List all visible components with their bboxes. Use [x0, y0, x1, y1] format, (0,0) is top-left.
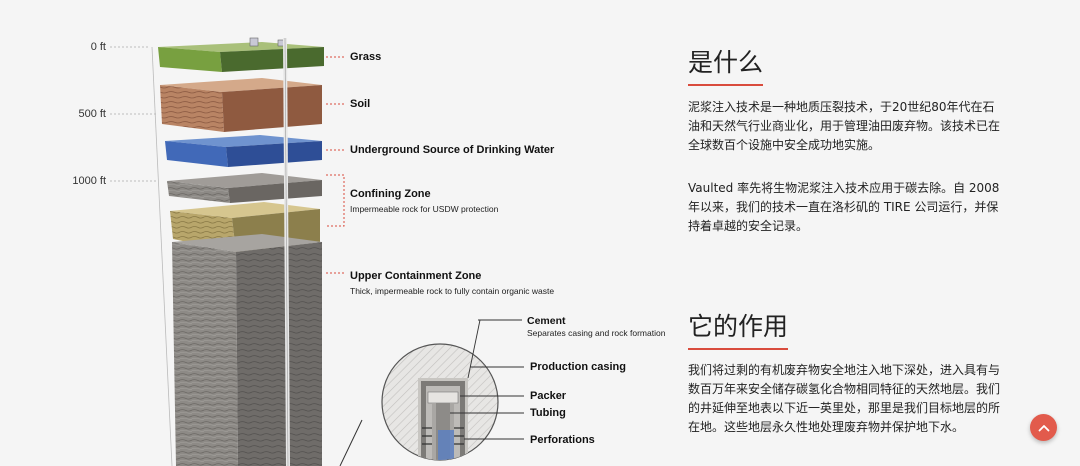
soil-label: Soil — [350, 98, 371, 110]
scroll-top-button[interactable] — [1030, 414, 1057, 441]
soil-layer — [160, 78, 322, 132]
confining-zone-label: Confining Zone — [350, 188, 431, 200]
section-what-paragraph-2: Vaulted 率先将生物泥浆注入技术应用于碳去除。自 2008 年以来，我们的… — [688, 181, 1000, 233]
upper-containment-label: Upper Containment Zone — [350, 270, 482, 282]
depth-label-1000: 1000 ft — [72, 175, 106, 187]
leader-lines — [326, 56, 345, 274]
upper-containment-desc: Thick, impermeable rock to fully contain… — [350, 286, 555, 296]
cement-label: Cement — [527, 315, 566, 327]
well-detail-callout — [339, 343, 499, 466]
tubing-label: Tubing — [530, 407, 566, 419]
well-leader-lines — [450, 319, 524, 440]
grass-layer — [158, 37, 324, 72]
usdw-label: Underground Source of Drinking Water — [350, 144, 555, 156]
geology-diagram — [110, 37, 524, 466]
confining-grey-layer — [167, 173, 322, 203]
section-function-paragraph: 我们将过剩的有机废弃物安全地注入地下深处，进入具有与数百万年来安全储存碳氢化合物… — [688, 363, 1001, 434]
upper-containment-layer — [172, 234, 322, 466]
section-title-function: 它的作用 — [688, 307, 789, 350]
confining-zone-desc: Impermeable rock for USDW protection — [350, 204, 499, 214]
cement-desc: Separates casing and rock formation — [527, 328, 666, 338]
section-title-what: 是什么 — [688, 43, 764, 86]
chevron-up-icon — [1038, 424, 1049, 431]
usdw-layer — [165, 135, 322, 167]
depth-label-0: 0 ft — [90, 41, 106, 53]
section-what-paragraph-1: 泥浆注入技术是一种地质压裂技术，于20世纪80年代在石油和天然气行业商业化，用于… — [688, 100, 1001, 152]
grass-label: Grass — [350, 51, 382, 63]
perforations-label: Perforations — [530, 434, 595, 446]
well-pipe-outline — [284, 37, 289, 466]
title-underline — [688, 84, 764, 86]
title-underline — [688, 348, 789, 350]
packer-label: Packer — [530, 390, 567, 402]
depth-axis — [151, 46, 173, 466]
production-casing-label: Production casing — [530, 361, 626, 373]
depth-label-500: 500 ft — [78, 108, 106, 120]
